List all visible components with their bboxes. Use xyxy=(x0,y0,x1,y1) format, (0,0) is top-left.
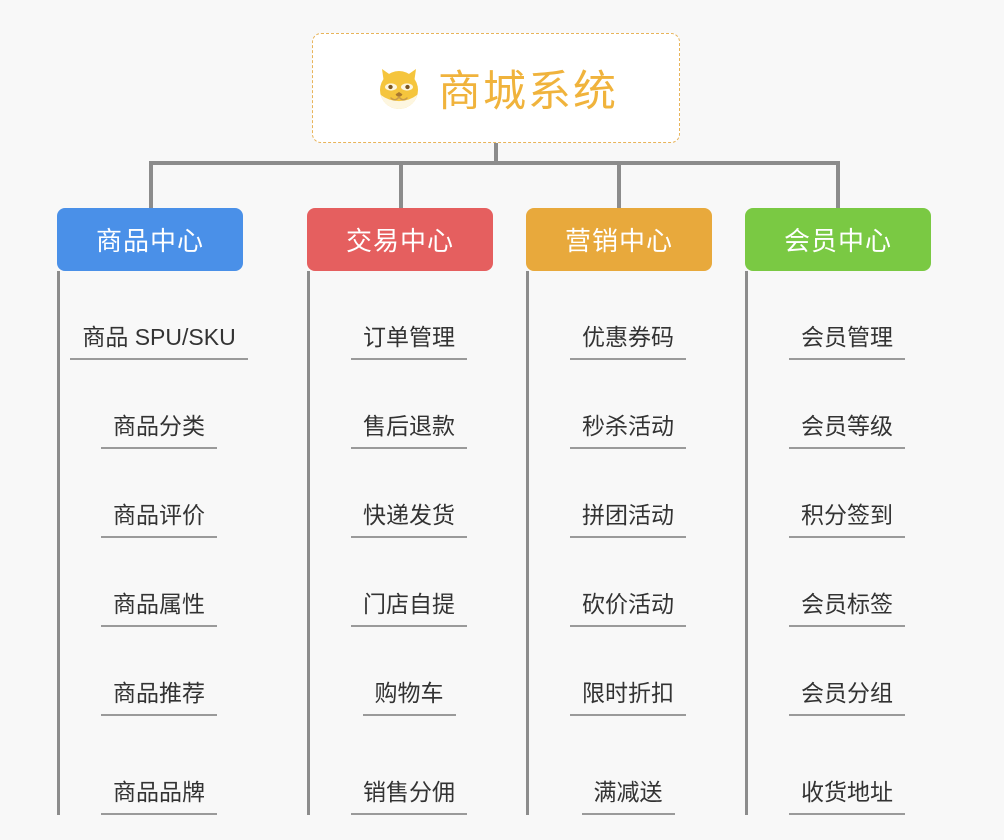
leaf-label: 砍价活动 xyxy=(570,585,686,627)
root-node[interactable]: 商城系统 xyxy=(312,33,680,143)
branch-column-4: 会员中心 会员管理 会员等级 积分签到 会员标签 会员分组 收货地址 xyxy=(745,208,931,815)
branch-header-2[interactable]: 交易中心 xyxy=(307,208,493,271)
leaf-label: 商品分类 xyxy=(101,407,217,449)
leaf-label: 商品推荐 xyxy=(101,674,217,716)
branch-header-label: 商品中心 xyxy=(95,226,204,256)
leaf-item[interactable]: 商品评价 xyxy=(75,449,243,538)
leaf-label: 订单管理 xyxy=(351,318,467,360)
connector-horizontal-bus xyxy=(149,161,840,165)
leaf-item[interactable]: 购物车 xyxy=(325,627,493,716)
branch-column-2: 交易中心 订单管理 售后退款 快递发货 门店自提 购物车 销售分佣 xyxy=(307,208,493,815)
branch-header-label: 交易中心 xyxy=(345,226,454,256)
leaf-label: 秒杀活动 xyxy=(570,407,686,449)
root-title: 商城系统 xyxy=(438,68,618,116)
leaf-item[interactable]: 订单管理 xyxy=(325,271,493,360)
leaf-item[interactable]: 秒杀活动 xyxy=(544,360,712,449)
connector-drop-2 xyxy=(399,161,403,208)
leaf-label: 商品品牌 xyxy=(101,773,217,815)
branch-column-1: 商品中心 商品 SPU/SKU 商品分类 商品评价 商品属性 商品推荐 商品品牌 xyxy=(57,208,248,815)
leaf-item[interactable]: 商品 SPU/SKU xyxy=(70,271,248,360)
leaf-label: 拼团活动 xyxy=(570,496,686,538)
leaf-item[interactable]: 商品分类 xyxy=(75,360,243,449)
branch-header-label: 会员中心 xyxy=(783,226,892,256)
leaf-label: 门店自提 xyxy=(351,585,467,627)
leaf-label: 购物车 xyxy=(362,674,456,716)
leaf-item[interactable]: 售后退款 xyxy=(325,360,493,449)
leaf-list-1: 商品 SPU/SKU 商品分类 商品评价 商品属性 商品推荐 商品品牌 xyxy=(57,271,248,815)
leaf-label: 收货地址 xyxy=(789,773,905,815)
leaf-item[interactable]: 优惠券码 xyxy=(544,271,712,360)
leaf-item[interactable]: 商品属性 xyxy=(75,538,243,627)
leaf-label: 销售分佣 xyxy=(351,773,467,815)
leaf-item[interactable]: 快递发货 xyxy=(325,449,493,538)
leaf-label: 积分签到 xyxy=(789,496,905,538)
leaf-list-3: 优惠券码 秒杀活动 拼团活动 砍价活动 限时折扣 满减送 xyxy=(526,271,712,815)
leaf-item[interactable]: 限时折扣 xyxy=(544,627,712,716)
leaf-label: 满减送 xyxy=(581,773,675,815)
leaf-item[interactable]: 拼团活动 xyxy=(544,449,712,538)
leaf-label: 限时折扣 xyxy=(570,674,686,716)
leaf-label: 优惠券码 xyxy=(570,318,686,360)
leaf-label: 会员分组 xyxy=(789,674,905,716)
branch-header-4[interactable]: 会员中心 xyxy=(745,208,931,271)
leaf-item[interactable]: 商品品牌 xyxy=(75,716,243,815)
leaf-label: 商品属性 xyxy=(101,585,217,627)
connector-root-stem xyxy=(494,143,498,164)
leaf-label: 快递发货 xyxy=(351,496,467,538)
leaf-label: 售后退款 xyxy=(351,407,467,449)
leaf-label: 商品 SPU/SKU xyxy=(70,318,248,360)
leaf-item[interactable]: 会员分组 xyxy=(763,627,931,716)
connector-drop-1 xyxy=(149,161,153,208)
leaf-list-2: 订单管理 售后退款 快递发货 门店自提 购物车 销售分佣 xyxy=(307,271,493,815)
leaf-item[interactable]: 销售分佣 xyxy=(325,716,493,815)
leaf-label: 会员标签 xyxy=(789,585,905,627)
leaf-item[interactable]: 砍价活动 xyxy=(544,538,712,627)
leaf-item[interactable]: 收货地址 xyxy=(763,716,931,815)
leaf-label: 会员管理 xyxy=(789,318,905,360)
branch-header-3[interactable]: 营销中心 xyxy=(526,208,712,271)
leaf-item[interactable]: 商品推荐 xyxy=(75,627,243,716)
branch-header-label: 营销中心 xyxy=(564,226,673,256)
leaf-item[interactable]: 门店自提 xyxy=(325,538,493,627)
leaf-label: 商品评价 xyxy=(101,496,217,538)
leaf-label: 会员等级 xyxy=(789,407,905,449)
branch-header-1[interactable]: 商品中心 xyxy=(57,208,243,271)
leaf-item[interactable]: 会员标签 xyxy=(763,538,931,627)
leaf-item[interactable]: 积分签到 xyxy=(763,449,931,538)
leaf-item[interactable]: 会员管理 xyxy=(763,271,931,360)
leaf-item[interactable]: 满减送 xyxy=(544,716,712,815)
connector-drop-3 xyxy=(617,161,621,208)
branch-column-3: 营销中心 优惠券码 秒杀活动 拼团活动 砍价活动 限时折扣 满减送 xyxy=(526,208,712,815)
leaf-item[interactable]: 会员等级 xyxy=(763,360,931,449)
shiba-dog-face-emoji xyxy=(374,63,424,113)
connector-drop-4 xyxy=(836,161,840,208)
leaf-list-4: 会员管理 会员等级 积分签到 会员标签 会员分组 收货地址 xyxy=(745,271,931,815)
